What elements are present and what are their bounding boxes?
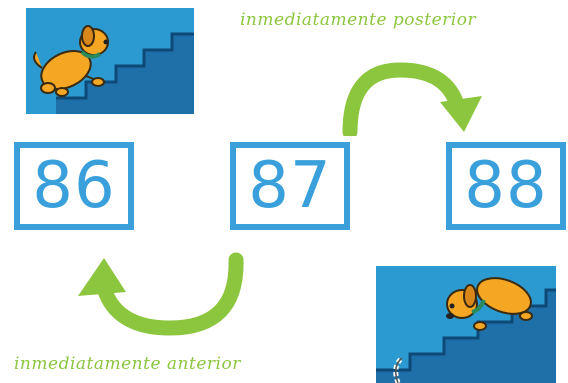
number-current-box: 87 — [230, 142, 350, 230]
dog-going-down-icon — [376, 266, 556, 383]
arrow-backward-icon — [78, 252, 244, 336]
number-previous: 86 — [32, 149, 116, 223]
number-next: 88 — [464, 149, 548, 223]
caption-anterior: inmediatamente anterior — [14, 354, 241, 374]
caption-posterior: inmediatamente posterior — [240, 10, 477, 30]
arrow-forward-icon — [342, 62, 482, 136]
number-previous-box: 86 — [14, 142, 134, 230]
number-current: 87 — [248, 149, 332, 223]
dog-climbing-up-icon — [26, 8, 194, 114]
number-next-box: 88 — [446, 142, 566, 230]
